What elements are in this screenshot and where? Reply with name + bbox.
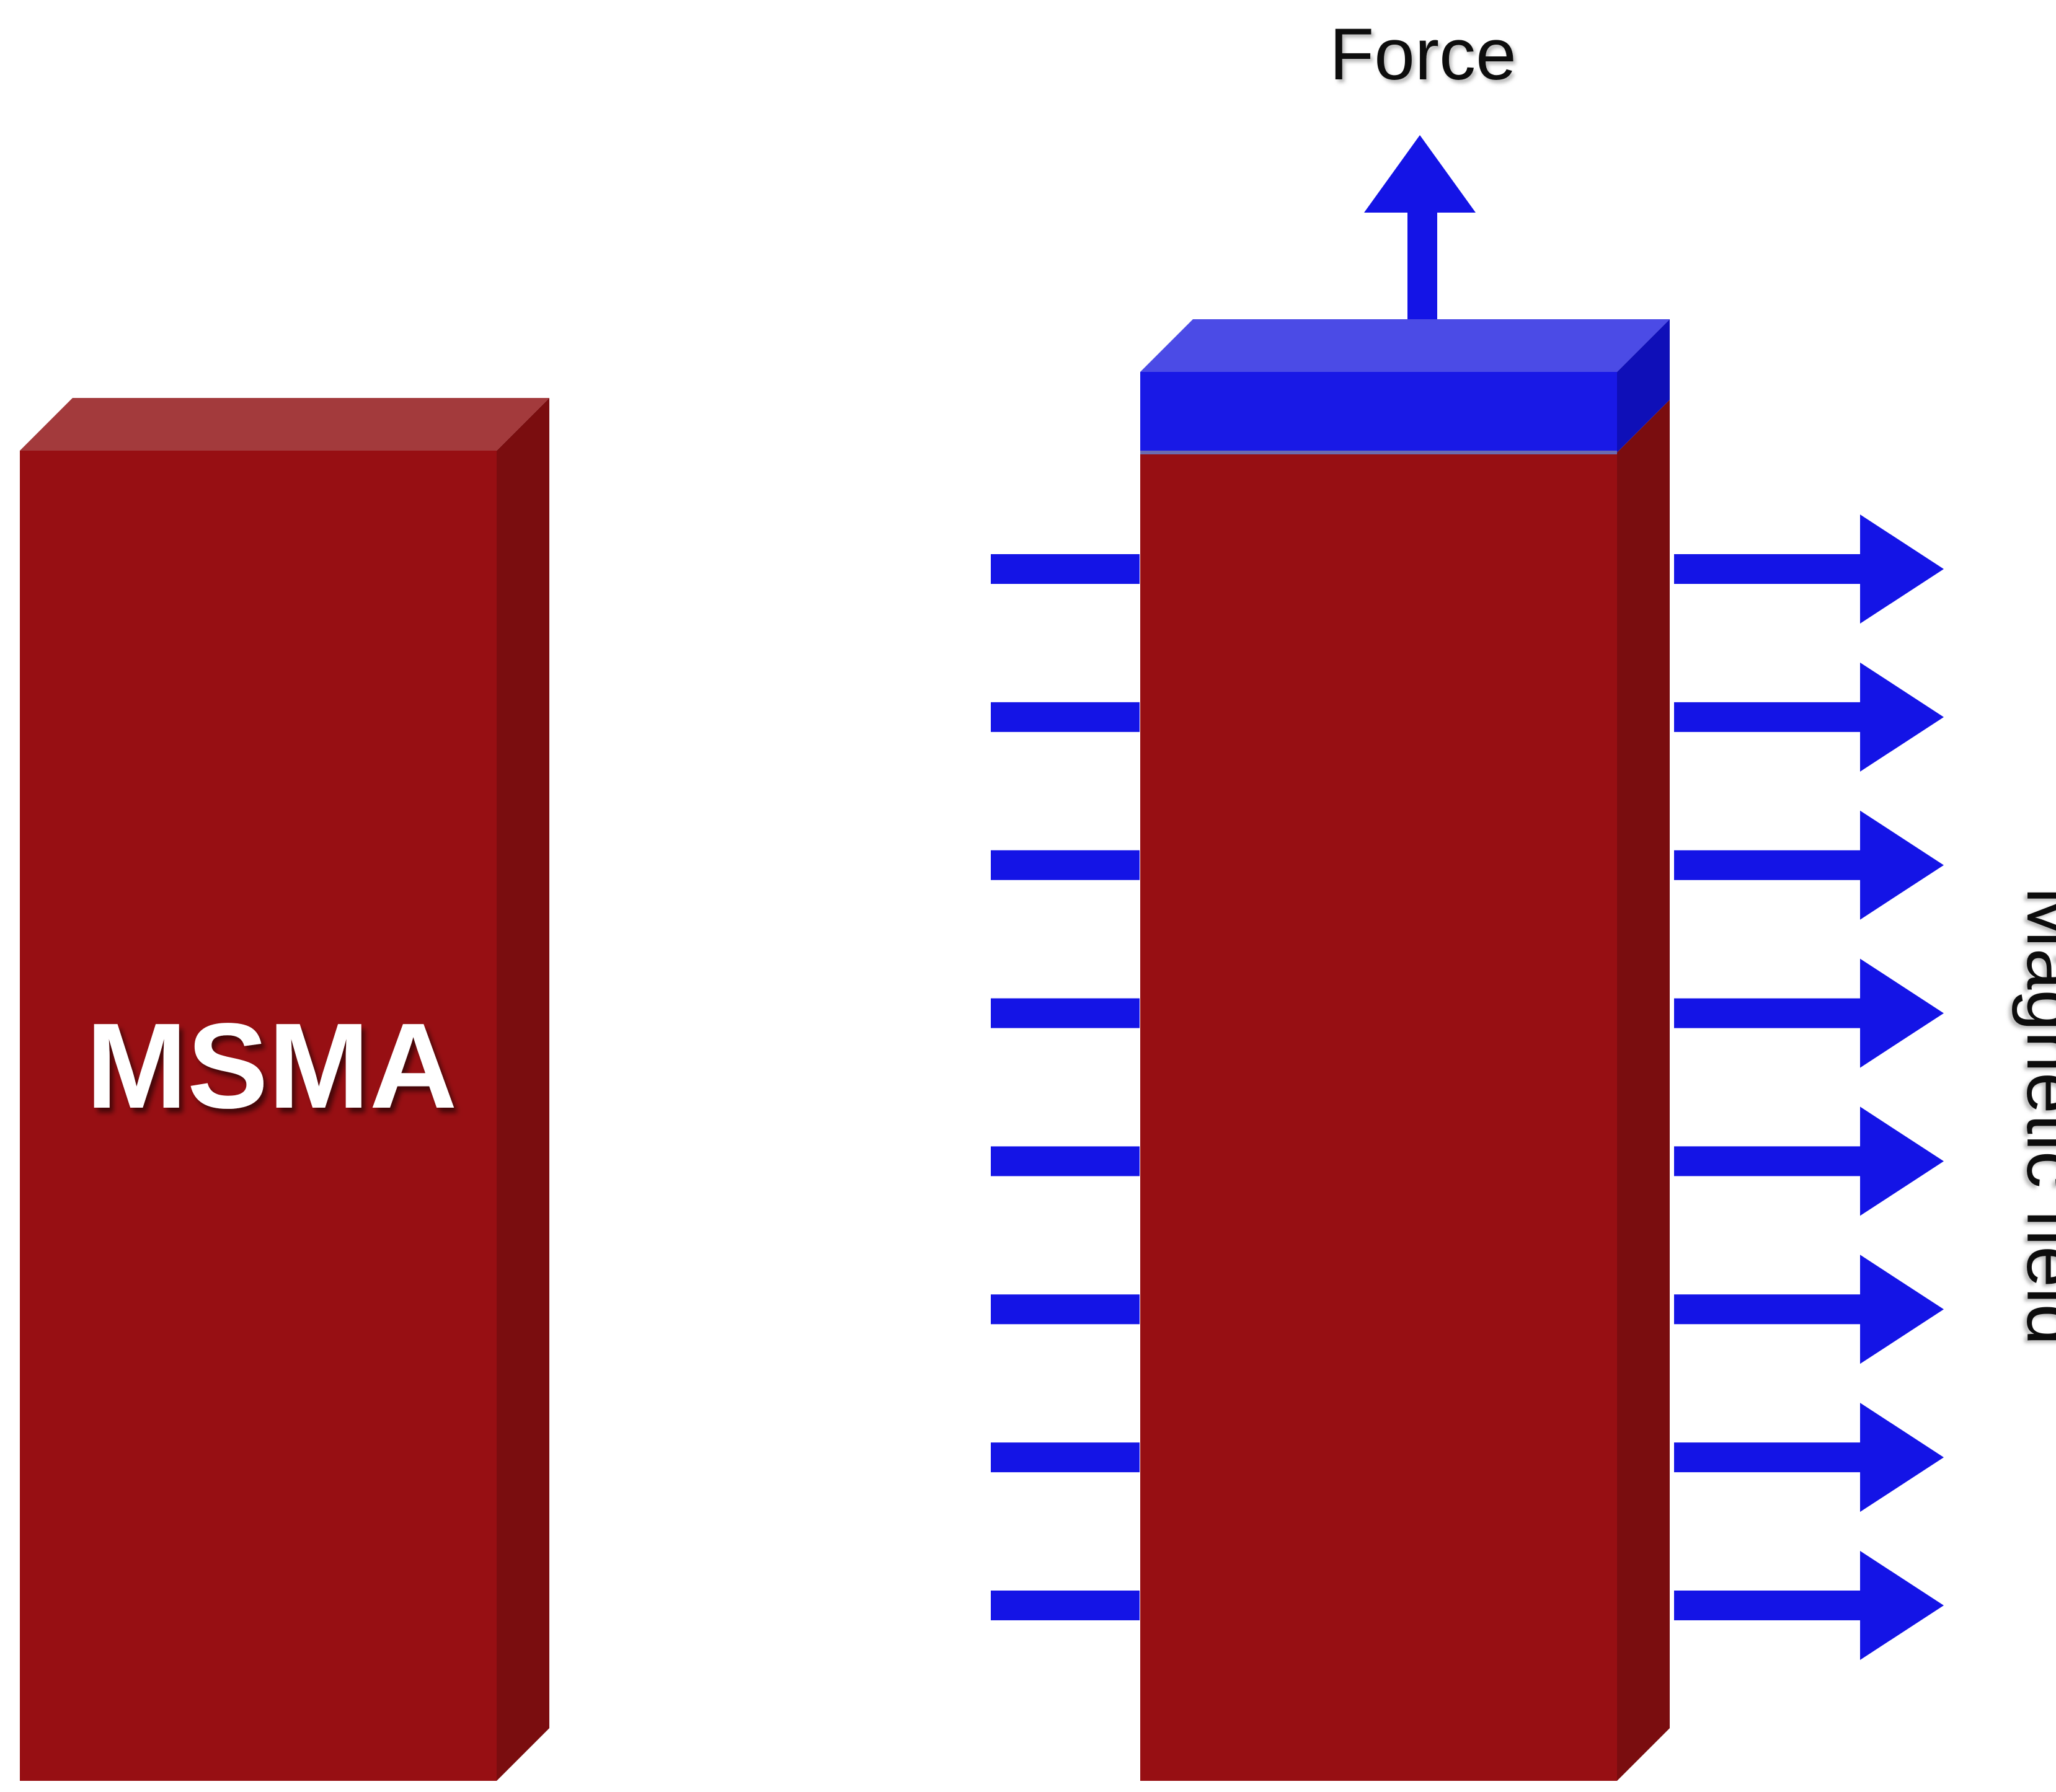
msma-bar-left-front-face bbox=[20, 451, 497, 1781]
arrow-right-icon bbox=[1674, 514, 1944, 624]
field-arrow-tail bbox=[991, 998, 1140, 1028]
field-arrow-tail bbox=[991, 1294, 1140, 1325]
msma-bar-left: MSMA bbox=[20, 398, 549, 1781]
msma-bar-left-side-face bbox=[497, 398, 549, 1781]
plate-side-face bbox=[1617, 319, 1670, 452]
arrow-right-icon bbox=[1674, 662, 1944, 772]
plate-front-face bbox=[1140, 372, 1617, 452]
msma-bar-right-front-face bbox=[1140, 452, 1617, 1781]
msma-bar-right-side-face bbox=[1617, 400, 1670, 1781]
field-arrow-tail bbox=[991, 554, 1140, 584]
arrow-up-icon bbox=[1364, 135, 1476, 319]
arrow-right-icon bbox=[1674, 1551, 1944, 1660]
arrow-right-icon bbox=[1674, 1106, 1944, 1216]
msma-bar-right bbox=[1140, 319, 1670, 1781]
magnetic-field-label: Magnetic field bbox=[2011, 886, 2056, 1345]
force-arrow bbox=[1364, 135, 1476, 319]
arrow-right-icon bbox=[1674, 1255, 1944, 1364]
field-arrow-tail bbox=[991, 1146, 1140, 1176]
arrow-right-icon bbox=[1674, 1403, 1944, 1512]
field-arrow-tail bbox=[991, 850, 1140, 880]
field-arrow-tail bbox=[991, 1591, 1140, 1620]
plate-top-face bbox=[1140, 319, 1670, 372]
msma-bar-left-top-face bbox=[20, 398, 549, 451]
arrow-right-icon bbox=[1674, 810, 1944, 920]
field-arrow-tail bbox=[991, 702, 1140, 732]
arrow-right-icon bbox=[1674, 958, 1944, 1068]
force-label: Force bbox=[1329, 14, 1517, 95]
field-arrow-tail bbox=[991, 1442, 1140, 1473]
msma-label: MSMA bbox=[86, 998, 458, 1134]
magnetic-field-arrows bbox=[991, 514, 1944, 1660]
